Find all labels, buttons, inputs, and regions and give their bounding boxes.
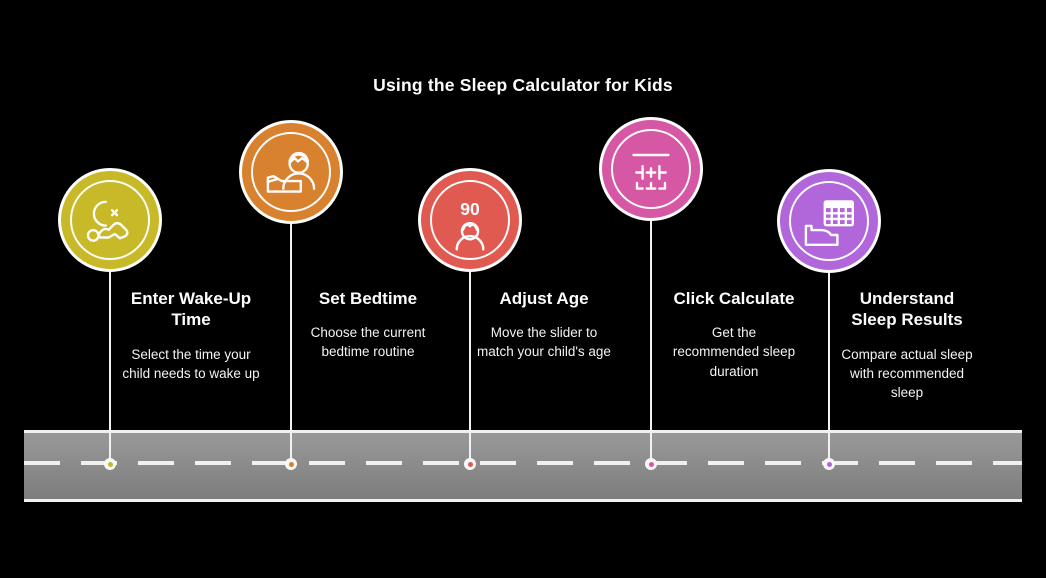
- step-circle: 90: [418, 168, 522, 272]
- step-text: Adjust Age Move the slider to match your…: [476, 288, 612, 362]
- road-marker: [104, 458, 116, 470]
- step-text: Enter Wake-Up Time Select the time your …: [118, 288, 264, 383]
- step-heading: Adjust Age: [499, 289, 589, 308]
- step-description: Compare actual sleep with recommended sl…: [841, 346, 973, 400]
- step-text: Set Bedtime Choose the current bedtime r…: [298, 288, 438, 362]
- age-90-person-icon: 90: [455, 199, 485, 251]
- road: [24, 430, 1022, 502]
- step-description: Choose the current bedtime routine: [310, 325, 426, 360]
- step-description: Select the time your child needs to wake…: [122, 346, 260, 381]
- connector-line: [290, 172, 292, 464]
- step-text: Understand Sleep Results Compare actual …: [840, 288, 974, 402]
- step-heading: Enter Wake-Up Time: [130, 289, 252, 330]
- connector-line: [109, 220, 111, 464]
- page-title: Using the Sleep Calculator for Kids: [373, 75, 673, 95]
- svg-text:90: 90: [460, 199, 480, 219]
- results-table-and-bed-icon: [804, 200, 854, 246]
- moon-and-crawling-baby-icon: [86, 200, 129, 242]
- step-circle: [777, 169, 881, 273]
- road-marker: [645, 458, 657, 470]
- connector-line: [828, 221, 830, 464]
- step-description: Move the slider to match your child's ag…: [477, 325, 611, 360]
- connector-line: [469, 220, 471, 464]
- road-marker: [285, 458, 297, 470]
- step-circle: [239, 120, 343, 224]
- road-center-dashed-line: [24, 461, 1022, 465]
- step-heading: Set Bedtime: [318, 289, 418, 308]
- person-and-bed-icon: [266, 151, 316, 193]
- step-heading: Click Calculate: [673, 289, 795, 308]
- calculator-icon: [632, 153, 670, 190]
- step-description: Get the recommended sleep duration: [672, 325, 796, 379]
- step-text: Click Calculate Get the recommended slee…: [668, 288, 800, 381]
- connector-line: [650, 169, 652, 464]
- step-circle: [58, 168, 162, 272]
- road-marker: [823, 458, 835, 470]
- step-circle: [599, 117, 703, 221]
- road-marker: [464, 458, 476, 470]
- step-heading: Understand Sleep Results: [851, 289, 963, 330]
